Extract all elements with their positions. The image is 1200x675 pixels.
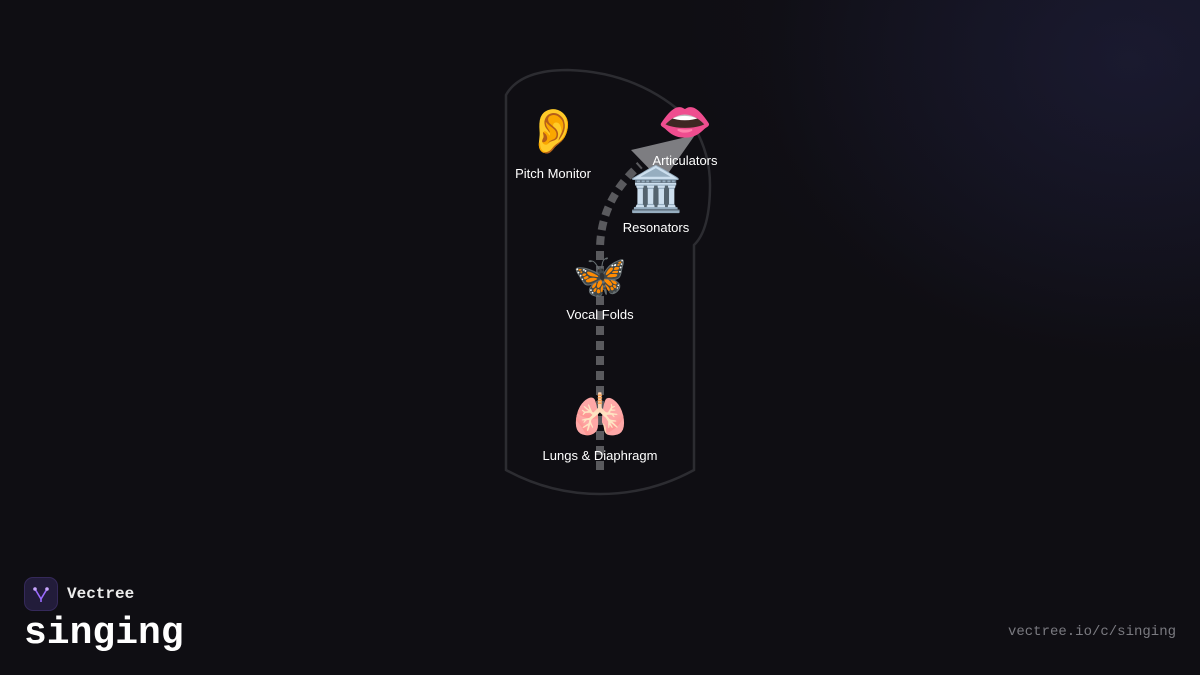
lungs-icon: 🫁 <box>572 391 628 440</box>
node-resonators: 🏛️ Resonators <box>622 165 690 236</box>
brand-name: Vectree <box>67 585 135 603</box>
airflow-arrowhead <box>631 135 695 182</box>
vocal-tract-outline <box>504 68 712 496</box>
airflow-path <box>596 161 643 470</box>
butterfly-icon: 🦋 <box>572 252 628 301</box>
vectree-logo-icon <box>24 577 58 611</box>
node-label: Lungs & Diaphragm <box>542 448 658 463</box>
node-lungs-diaphragm: 🫁 Lungs & Diaphragm <box>542 391 658 464</box>
node-vocal-folds: 🦋 Vocal Folds <box>566 252 634 323</box>
node-articulators: 👄 Articulators <box>652 98 718 169</box>
vectree-logo-glyph <box>33 587 49 602</box>
page-url[interactable]: vectree.io/c/singing <box>1007 624 1176 640</box>
node-pitch-monitor: 👂 Pitch Monitor <box>515 107 591 182</box>
node-label: Articulators <box>652 153 718 168</box>
mouth-icon: 👄 <box>657 98 713 147</box>
node-label: Pitch Monitor <box>515 166 591 181</box>
node-label: Resonators <box>622 220 690 235</box>
node-label: Vocal Folds <box>566 307 634 322</box>
classical-building-icon: 🏛️ <box>628 165 684 214</box>
brand[interactable]: Vectree <box>24 577 134 611</box>
page-title: singing <box>24 612 184 655</box>
ear-icon: 👂 <box>525 107 581 156</box>
